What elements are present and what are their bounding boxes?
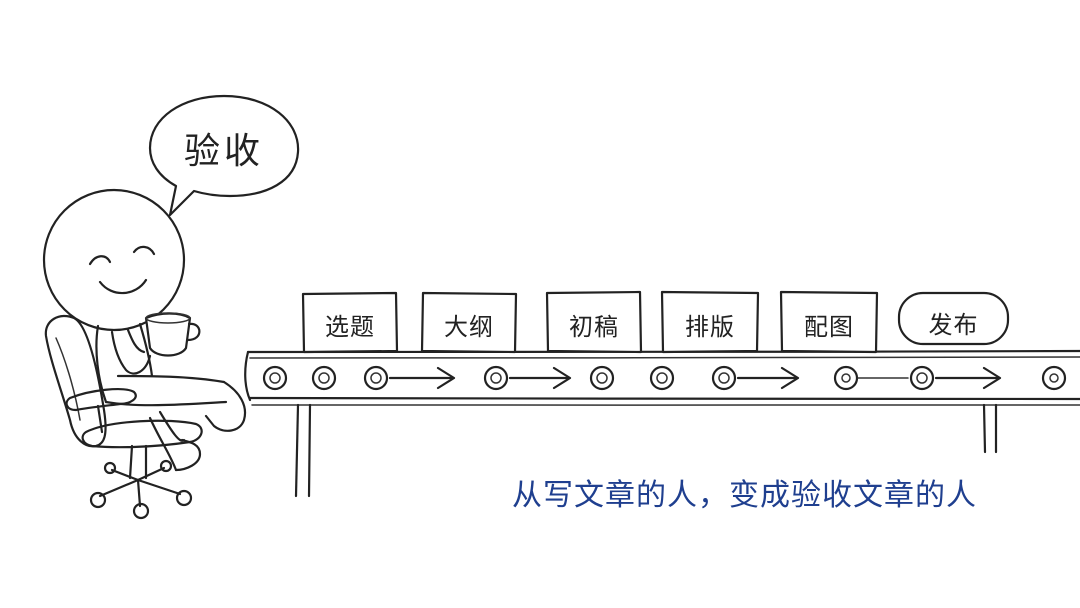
- person-head: [42, 188, 186, 332]
- motion-arrows: [388, 366, 1002, 390]
- smiling-eyes-icon: [88, 255, 112, 266]
- step-box: [779, 290, 879, 354]
- conveyor-legs: [294, 403, 998, 498]
- roller: [589, 365, 615, 391]
- step-label-topic: 选题: [325, 313, 375, 341]
- smile-icon: [98, 278, 148, 295]
- roller: [262, 365, 288, 391]
- step-label-publish: 发布: [928, 311, 979, 339]
- roller: [833, 365, 859, 391]
- coffee-cup-icon: [144, 312, 201, 357]
- speech-bubble: [148, 94, 300, 217]
- step-box: [420, 291, 518, 354]
- arrow-right-icon: [736, 366, 800, 390]
- stick-person: [42, 188, 247, 472]
- arrow-right-icon: [388, 366, 456, 390]
- caption-text: 从写文章的人，变成验收文章的人: [512, 478, 977, 513]
- speech-bubble-text: 验收: [183, 131, 264, 172]
- step-label-illustrate: 配图: [804, 313, 854, 341]
- step-box: [545, 290, 643, 354]
- roller: [711, 365, 737, 391]
- roller: [363, 365, 389, 391]
- step-label-layout: 排版: [685, 313, 735, 341]
- arrow-right-icon: [508, 366, 572, 390]
- roller: [909, 365, 935, 391]
- step-boxes: [301, 290, 1010, 354]
- roller: [483, 365, 509, 391]
- step-box-rounded: [897, 291, 1010, 346]
- roller: [1041, 365, 1067, 391]
- step-box: [301, 291, 399, 354]
- step-box: [660, 290, 760, 354]
- step-label-outline: 大纲: [444, 313, 494, 341]
- step-label-draft: 初稿: [569, 313, 619, 341]
- roller: [649, 365, 675, 391]
- arrow-right-icon: [934, 366, 1002, 390]
- conveyor-rollers: [262, 365, 1067, 391]
- roller: [311, 365, 337, 391]
